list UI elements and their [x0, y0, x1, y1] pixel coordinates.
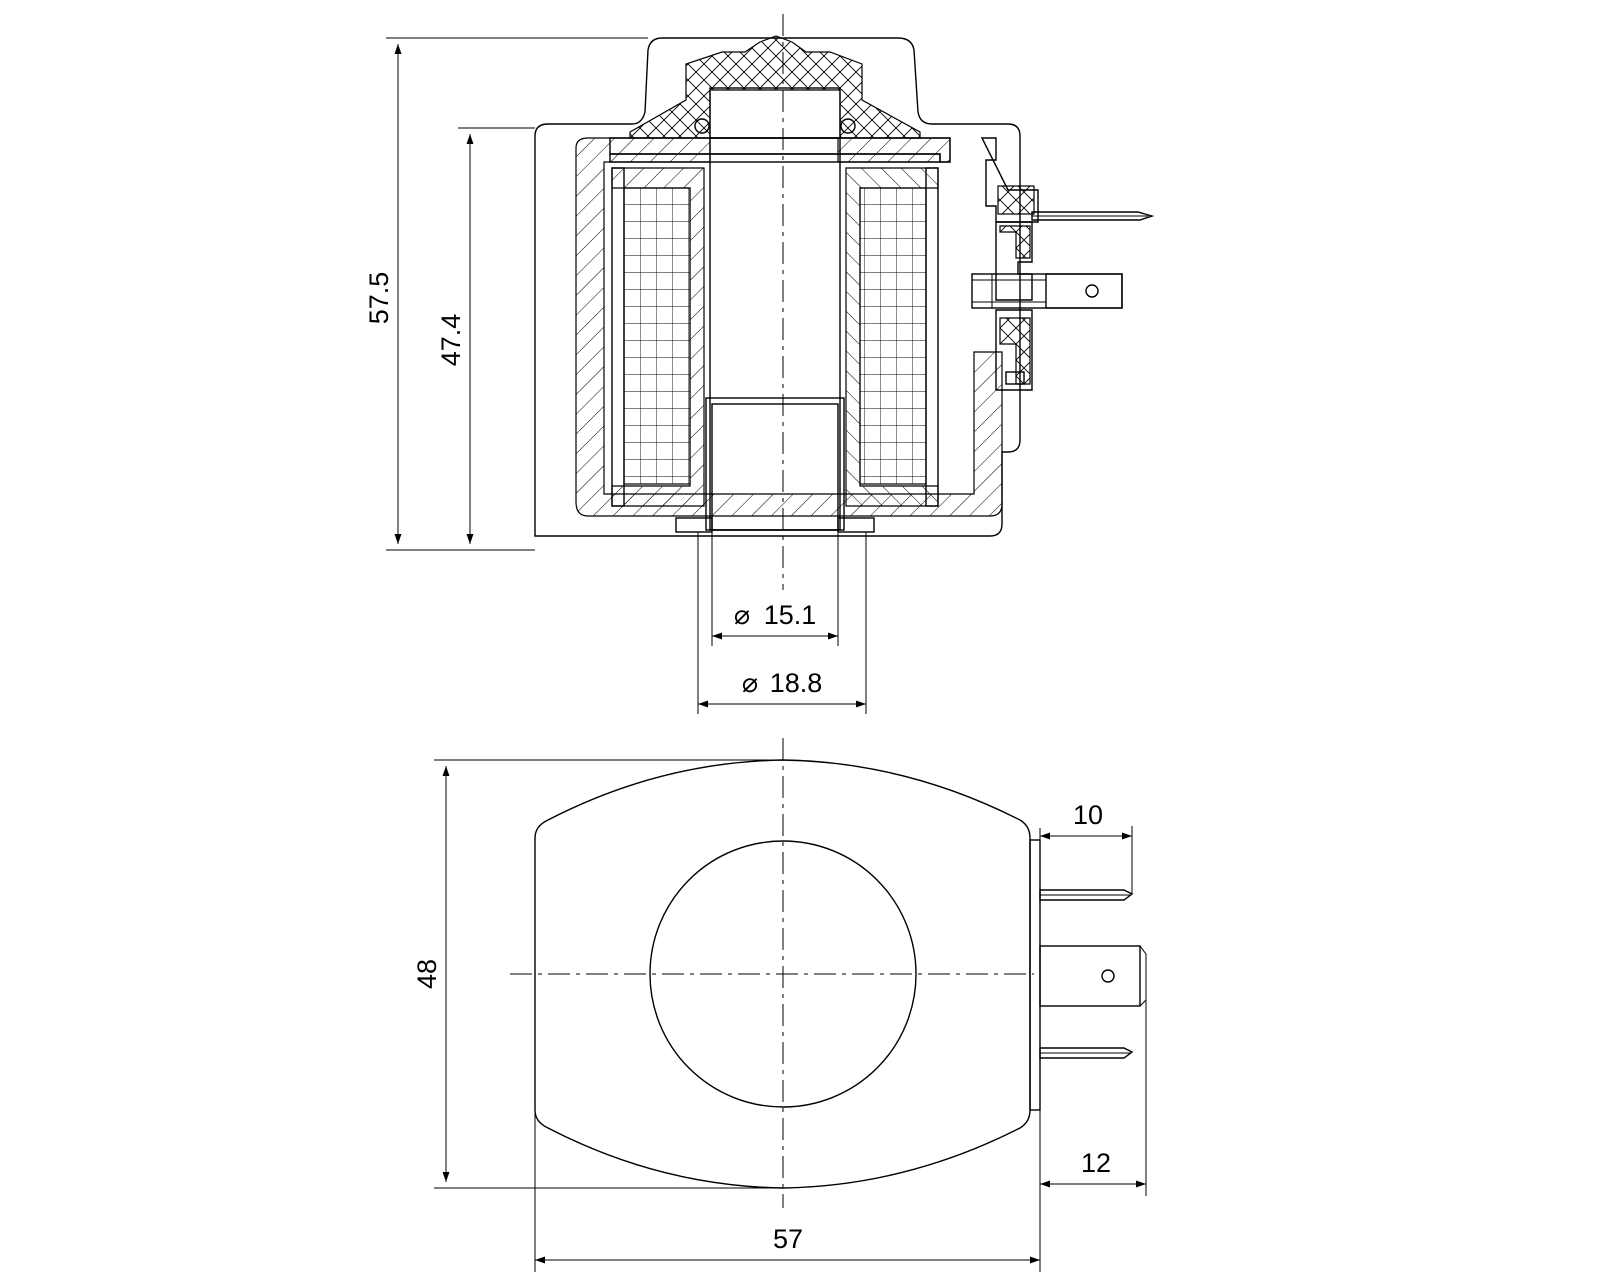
dim-overall-height: 57.5: [364, 37, 648, 551]
dim-terminal-length-label: 10: [1073, 800, 1103, 830]
terminal-pin-middle: [1039, 945, 1141, 1007]
top-cap: [629, 35, 921, 139]
top-view: 48 57 10 12: [412, 738, 1147, 1272]
cap-cavity: [709, 87, 841, 139]
o-ring-right: [840, 118, 856, 134]
dim-depth: 48: [412, 759, 783, 1189]
dim-terminal-reach-label: 12: [1081, 1148, 1111, 1178]
bore-circle: [649, 840, 917, 1108]
dim-width: 57: [534, 1110, 1041, 1272]
bobbin-flange-left: [611, 167, 625, 507]
plunger-sleeve-inner: [711, 403, 839, 531]
dim-depth-label: 48: [412, 959, 442, 989]
terminal-blade-lower: [1039, 1047, 1134, 1059]
winding-right: [859, 187, 927, 485]
bobbin-flange-right: [925, 167, 939, 507]
dim-outer-diameter-symbol: ⌀: [742, 668, 758, 698]
dim-body-height: 47.4: [436, 127, 535, 544]
dim-outer-diameter: ⌀ 18.8: [697, 532, 867, 714]
dim-body-height-label: 47.4: [436, 314, 466, 367]
terminal-blade-upper: [1039, 889, 1134, 901]
o-ring-left: [694, 118, 710, 134]
center-tube: [709, 137, 841, 531]
base-step-right: [837, 517, 875, 533]
dim-inner-diameter-symbol: ⌀: [734, 600, 750, 630]
terminal-base: [1029, 839, 1041, 1111]
terminal-pin-hole: [1101, 969, 1115, 983]
dim-width-label: 57: [773, 1224, 803, 1254]
dim-inner-diameter-label: 15.1: [764, 600, 817, 630]
shell-top-right: [837, 137, 951, 163]
flange-lip: [609, 153, 941, 163]
dim-outer-diameter-label: 18.8: [770, 668, 823, 698]
housing-outline: [534, 37, 1021, 537]
dim-terminal-length: 10: [1039, 800, 1133, 894]
winding-left: [623, 187, 691, 485]
connector-block: [971, 137, 1155, 391]
coil-shell: [575, 137, 1003, 517]
base-step-left: [675, 517, 713, 533]
section-view: 57.5 47.4 ⌀ 15.1 ⌀ 18.8: [364, 14, 1155, 714]
dim-overall-height-label: 57.5: [364, 272, 394, 325]
dim-inner-diameter: ⌀ 15.1: [711, 532, 839, 646]
dim-terminal-reach: 12: [1040, 1000, 1147, 1196]
